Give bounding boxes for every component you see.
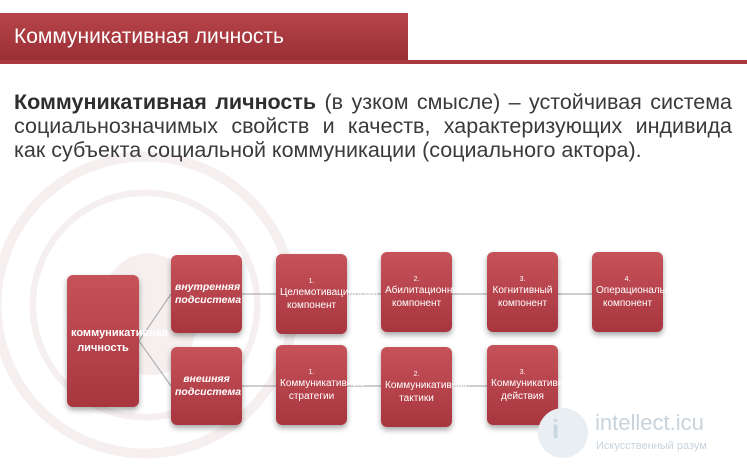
component-number: 2.: [413, 370, 420, 378]
watermark-name: intellect.icu: [595, 410, 704, 435]
definition-text: (в узком смысле) – устойчивая система со…: [14, 90, 733, 162]
component-label: Коммуникативные действия: [491, 377, 577, 402]
component-number: 1.: [308, 368, 315, 376]
header-underline: [0, 60, 747, 64]
component-label: Коммуникативные стратегии: [280, 377, 366, 402]
external-subsystem-node: внешняя подсистема: [171, 347, 242, 425]
component-label: Когнитивный компонент: [492, 284, 553, 309]
component-label: Абилитационный компонент: [385, 284, 466, 309]
component-number: 3.: [519, 368, 526, 376]
component-number: 4.: [624, 275, 631, 283]
component-label: Целемотивационный компонент: [280, 286, 378, 311]
component-number: 1.: [308, 277, 315, 285]
component-number: 2.: [413, 275, 420, 283]
external-component-3: 3.Коммуникативные действия: [487, 345, 576, 425]
external-subsystem-label: внешняя подсистема: [175, 373, 242, 398]
internal-component-3: 3.Когнитивный компонент: [487, 252, 558, 332]
component-label: Коммуникативные тактики: [385, 379, 471, 404]
definition-term: Коммуникативная личность: [14, 90, 317, 114]
external-component-2: 2.Коммуникативные тактики: [381, 347, 470, 427]
watermark-logo: [538, 408, 588, 458]
external-component-1: 1.Коммуникативные стратегии: [276, 345, 365, 425]
component-label: Операциональный компонент: [596, 284, 684, 309]
page-title: Коммуникативная личность: [14, 25, 284, 48]
watermark-tagline: Искусственный разум: [596, 440, 707, 452]
definition-paragraph: Коммуникативная личность (в узком смысле…: [14, 90, 732, 162]
site-watermark: i intellect.icu Искусственный разум: [538, 404, 747, 464]
root-label: коммуникативная личность: [71, 327, 169, 354]
internal-component-1: 1.Целемотивационный компонент: [276, 254, 378, 334]
header-bar: Коммуникативная личность: [0, 13, 408, 60]
watermark-letter: i: [552, 414, 560, 444]
internal-subsystem-label: внутренняя подсистема: [175, 281, 242, 306]
internal-component-2: 2.Абилитационный компонент: [381, 252, 465, 332]
internal-component-4: 4.Операциональный компонент: [592, 252, 683, 332]
internal-subsystem-node: внутренняя подсистема: [171, 255, 242, 333]
component-number: 3.: [519, 275, 526, 283]
root-node: коммуникативная личность: [67, 275, 169, 407]
